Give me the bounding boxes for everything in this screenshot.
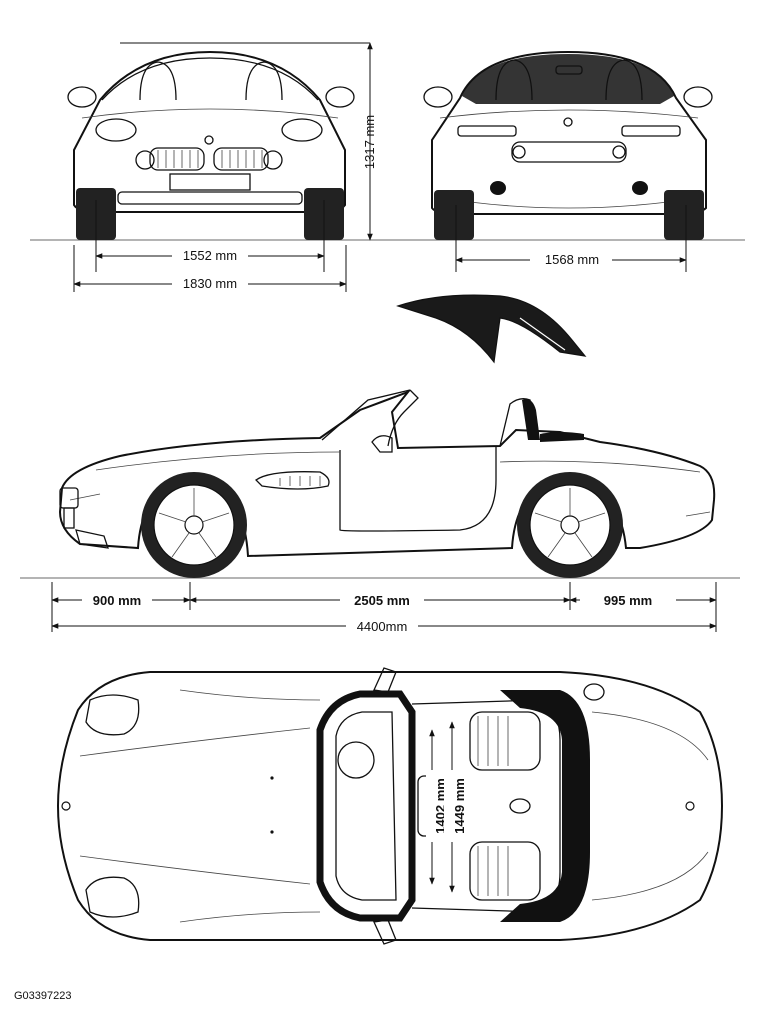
front-grille-left [149, 147, 205, 171]
top-seat-right [469, 841, 541, 901]
front-badge [204, 135, 214, 145]
rear-overhang-label: 995 mm [604, 593, 652, 608]
front-track-label: 1552 mm [183, 248, 237, 263]
rear-badge [563, 117, 573, 127]
front-intake [117, 191, 303, 205]
top-headlight-left [85, 694, 140, 736]
front-view: 1317 mm 1552 mm 1830 mm [30, 42, 745, 292]
top-mirror-right [373, 919, 397, 945]
rear-tire-left [434, 190, 474, 240]
figure-code: G03397223 [14, 990, 72, 1002]
front-headrest-right [245, 61, 283, 101]
top-mirror-left [373, 667, 397, 693]
rear-track-label: 1568 mm [545, 252, 599, 267]
rear-taillight-left [457, 125, 517, 137]
side-cover [540, 432, 584, 442]
side-plate [63, 507, 75, 529]
front-foglamp-right [263, 150, 283, 170]
rear-plate [511, 141, 627, 163]
top-view: 1402 mm 1449 mm [56, 667, 724, 945]
rear-mirror-inside [555, 65, 583, 75]
side-view: 900 mm 2505 mm 995 mm 4400mm [20, 389, 740, 634]
front-foglamp-left [135, 150, 155, 170]
front-hood-line [81, 108, 339, 119]
wheelbase-label: 2505 mm [354, 593, 410, 608]
front-windshield [101, 57, 319, 101]
top-headlight-right [85, 876, 140, 918]
rear-exhaust-left [490, 181, 506, 195]
top-rear-badge [685, 801, 695, 811]
length-label: 4400mm [357, 619, 408, 634]
front-grille-right [213, 147, 269, 171]
top-front-badge [61, 801, 71, 811]
front-mirror-left [67, 86, 97, 108]
side-headrest [522, 399, 540, 440]
rear-mirror-left [423, 86, 453, 108]
top-windshield-frame [316, 690, 416, 922]
outer-width-label: 1449 mm [452, 778, 467, 834]
front-body-outline [73, 50, 346, 213]
height-label: 1317 mm [362, 115, 377, 169]
rear-taillight-right [621, 125, 681, 137]
side-door [339, 446, 497, 532]
front-headlight-right [281, 118, 323, 142]
top-body-outline [56, 671, 724, 941]
rear-softtop-cover [462, 54, 674, 104]
front-width-label: 1830 mm [183, 276, 237, 291]
side-gill [254, 471, 330, 490]
side-wheel-rear [517, 472, 623, 578]
front-headlight-left [95, 118, 137, 142]
rear-deck-line [439, 109, 699, 119]
top-steering-wheel [337, 741, 375, 779]
rear-exhaust-right [632, 181, 648, 195]
side-rollbar [499, 398, 535, 447]
side-windshield [321, 389, 411, 441]
side-mirror [371, 435, 393, 453]
rear-mirror-right [683, 86, 713, 108]
hardtop-roof [396, 294, 587, 364]
front-headrest-left [139, 61, 177, 101]
front-overhang-label: 900 mm [93, 593, 141, 608]
side-wheel-front [141, 472, 247, 578]
front-mirror-right [325, 86, 355, 108]
rear-tire-right [664, 190, 704, 240]
top-seat-left [469, 711, 541, 771]
rear-view: 1568 mm [423, 50, 713, 272]
top-softtop [500, 690, 590, 922]
front-plate [169, 173, 251, 191]
